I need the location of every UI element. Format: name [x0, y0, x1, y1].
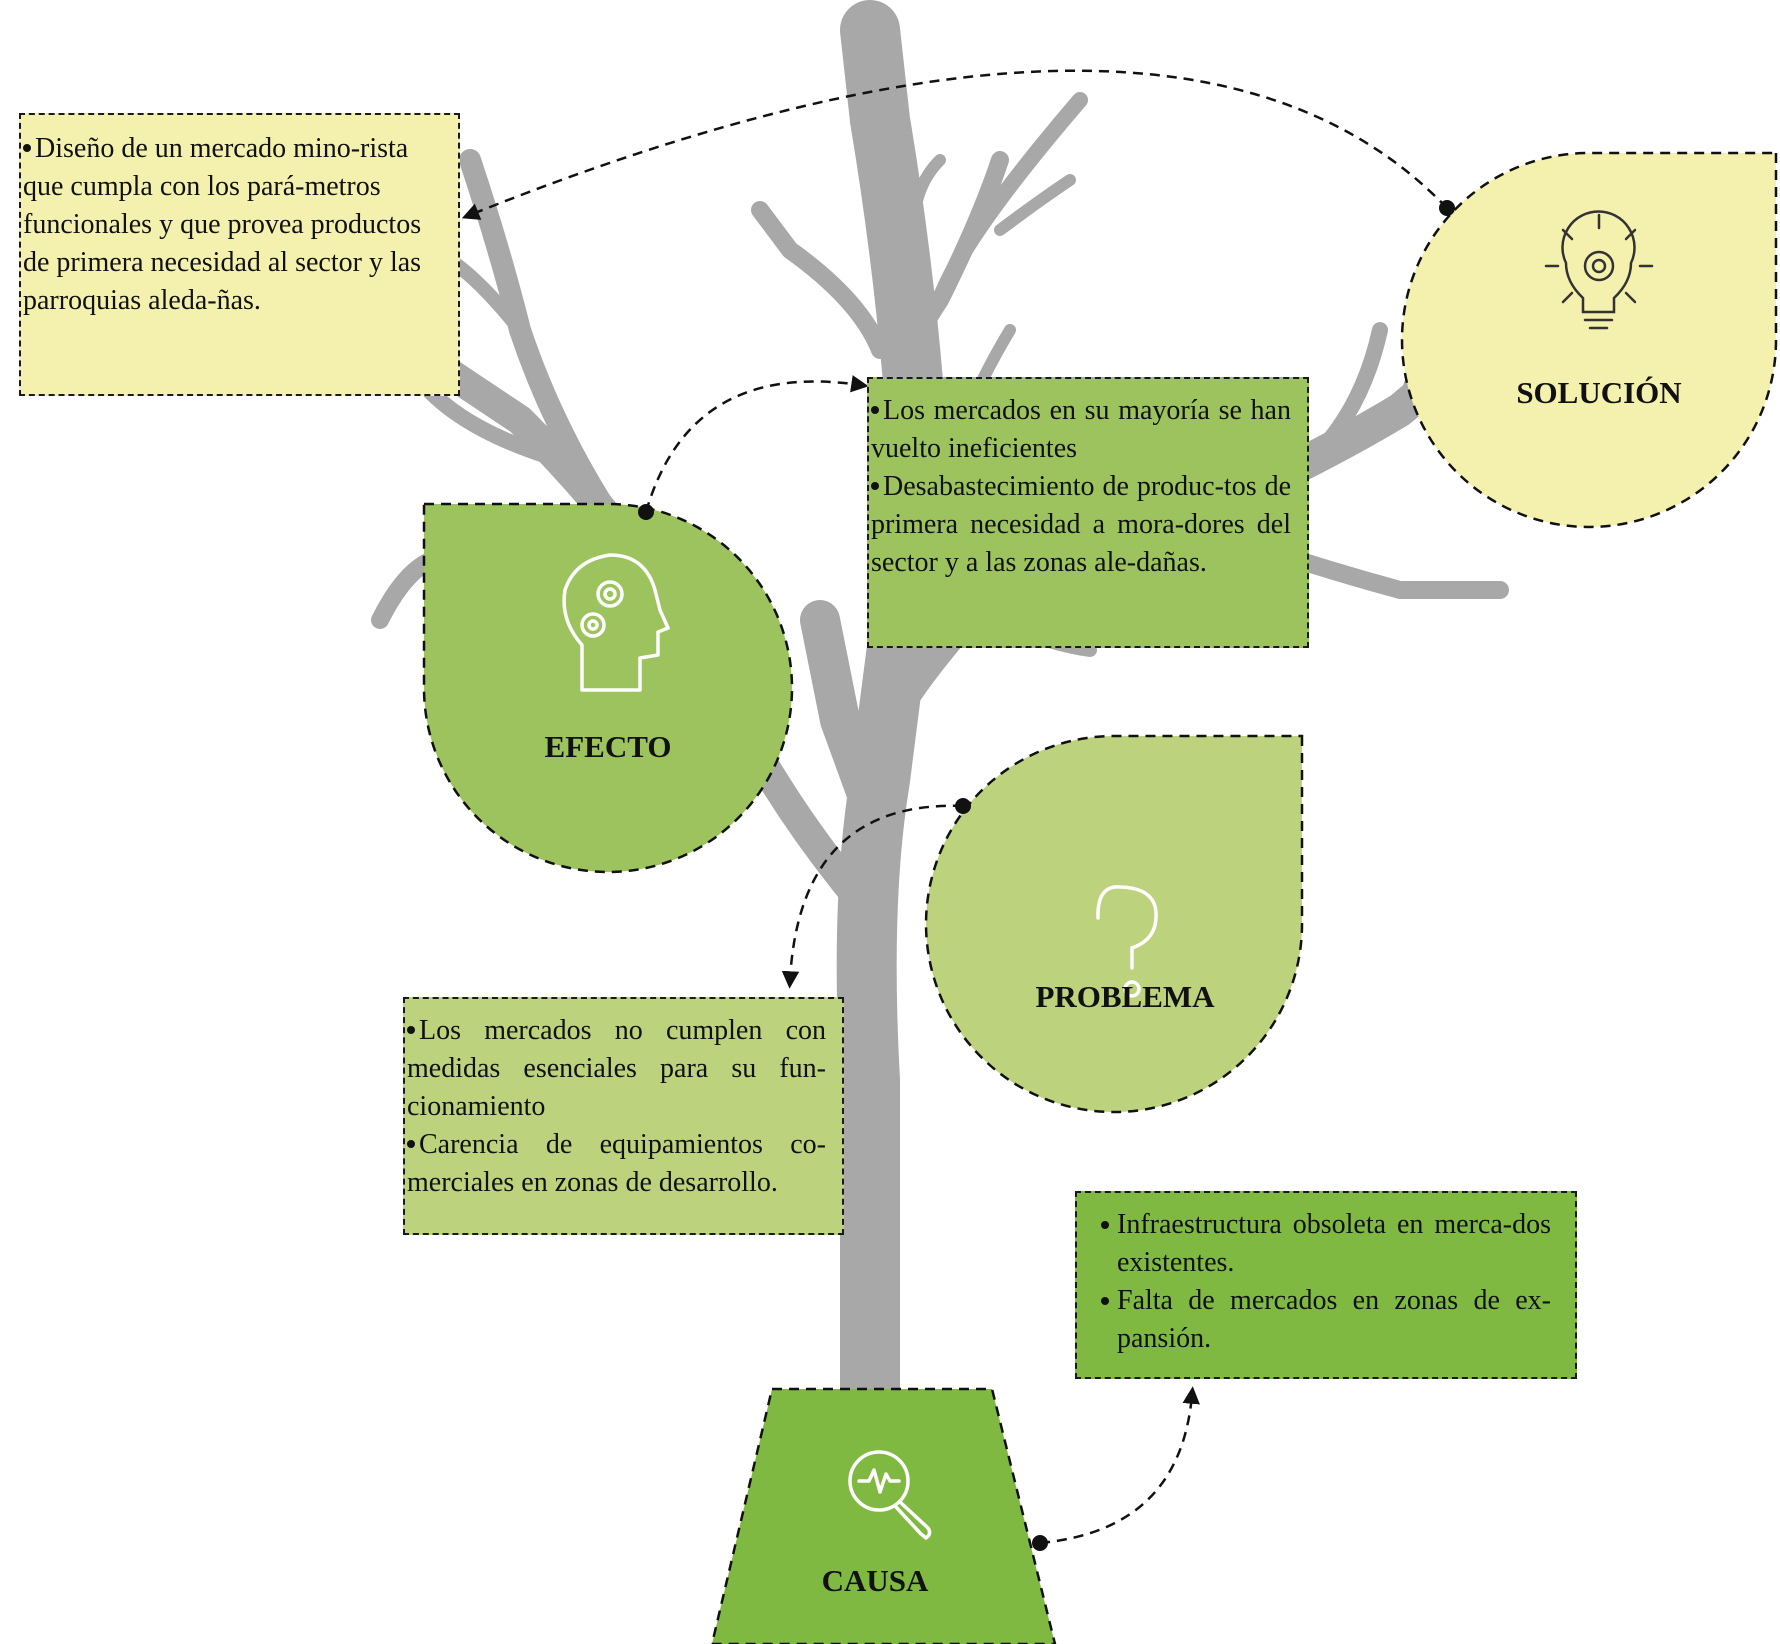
connector-dot-solucion [1439, 200, 1455, 216]
bullet-icon [1101, 1297, 1109, 1305]
bullet-icon [871, 405, 879, 414]
solucion-shape [1400, 151, 1778, 529]
magnifier-pulse-icon [848, 1450, 932, 1540]
head-gears-icon [562, 553, 670, 692]
bullet-icon [407, 1139, 415, 1148]
problema-item: Carencia de equipamientos co-merciales e… [407, 1129, 826, 1198]
bullet-icon [871, 481, 879, 490]
connector-dot-causa [1032, 1535, 1048, 1551]
lightbulb-gear-icon [1544, 210, 1654, 330]
connector-causa [1039, 1386, 1200, 1545]
efecto-text-box: Los mercados en su mayoría se han vuelto… [867, 377, 1309, 648]
solucion-text-box: Diseño de un mercado mino-rista que cump… [19, 113, 460, 396]
causa-text-box: Infraestructura obsoleta en merca-dos ex… [1075, 1191, 1577, 1379]
causa-label: CAUSA [821, 1563, 929, 1598]
problema-label: PROBLEMA [1035, 979, 1215, 1014]
connector-efecto [644, 375, 869, 513]
bullet-icon [23, 143, 31, 152]
problema-item: Los mercados no cumplen con medidas esen… [407, 1015, 826, 1122]
causa-shape [710, 1387, 1057, 1644]
causa-item: Infraestructura obsoleta en merca-dos ex… [1101, 1206, 1551, 1282]
bullet-icon [1101, 1221, 1109, 1229]
causa-item: Falta de mercados en zonas de ex-pansión… [1101, 1282, 1551, 1358]
efecto-shape [422, 502, 794, 874]
question-mark-icon [1096, 885, 1158, 998]
efecto-item: Los mercados en su mayoría se han vuelto… [871, 395, 1291, 464]
bullet-icon [407, 1025, 415, 1034]
problema-text-box: Los mercados no cumplen con medidas esen… [403, 997, 844, 1235]
connector-dot-problema [955, 798, 971, 814]
efecto-item: Desabastecimiento de produc-tos de prime… [871, 471, 1291, 578]
efecto-label: EFECTO [544, 729, 672, 764]
solucion-item: Diseño de un mercado mino-rista que cump… [23, 133, 422, 316]
connector-solucion [461, 69, 1448, 220]
connector-problema [781, 804, 964, 989]
connector-dot-efecto [638, 504, 654, 520]
solucion-label: SOLUCIÓN [1516, 375, 1682, 410]
problema-shape [924, 734, 1304, 1114]
